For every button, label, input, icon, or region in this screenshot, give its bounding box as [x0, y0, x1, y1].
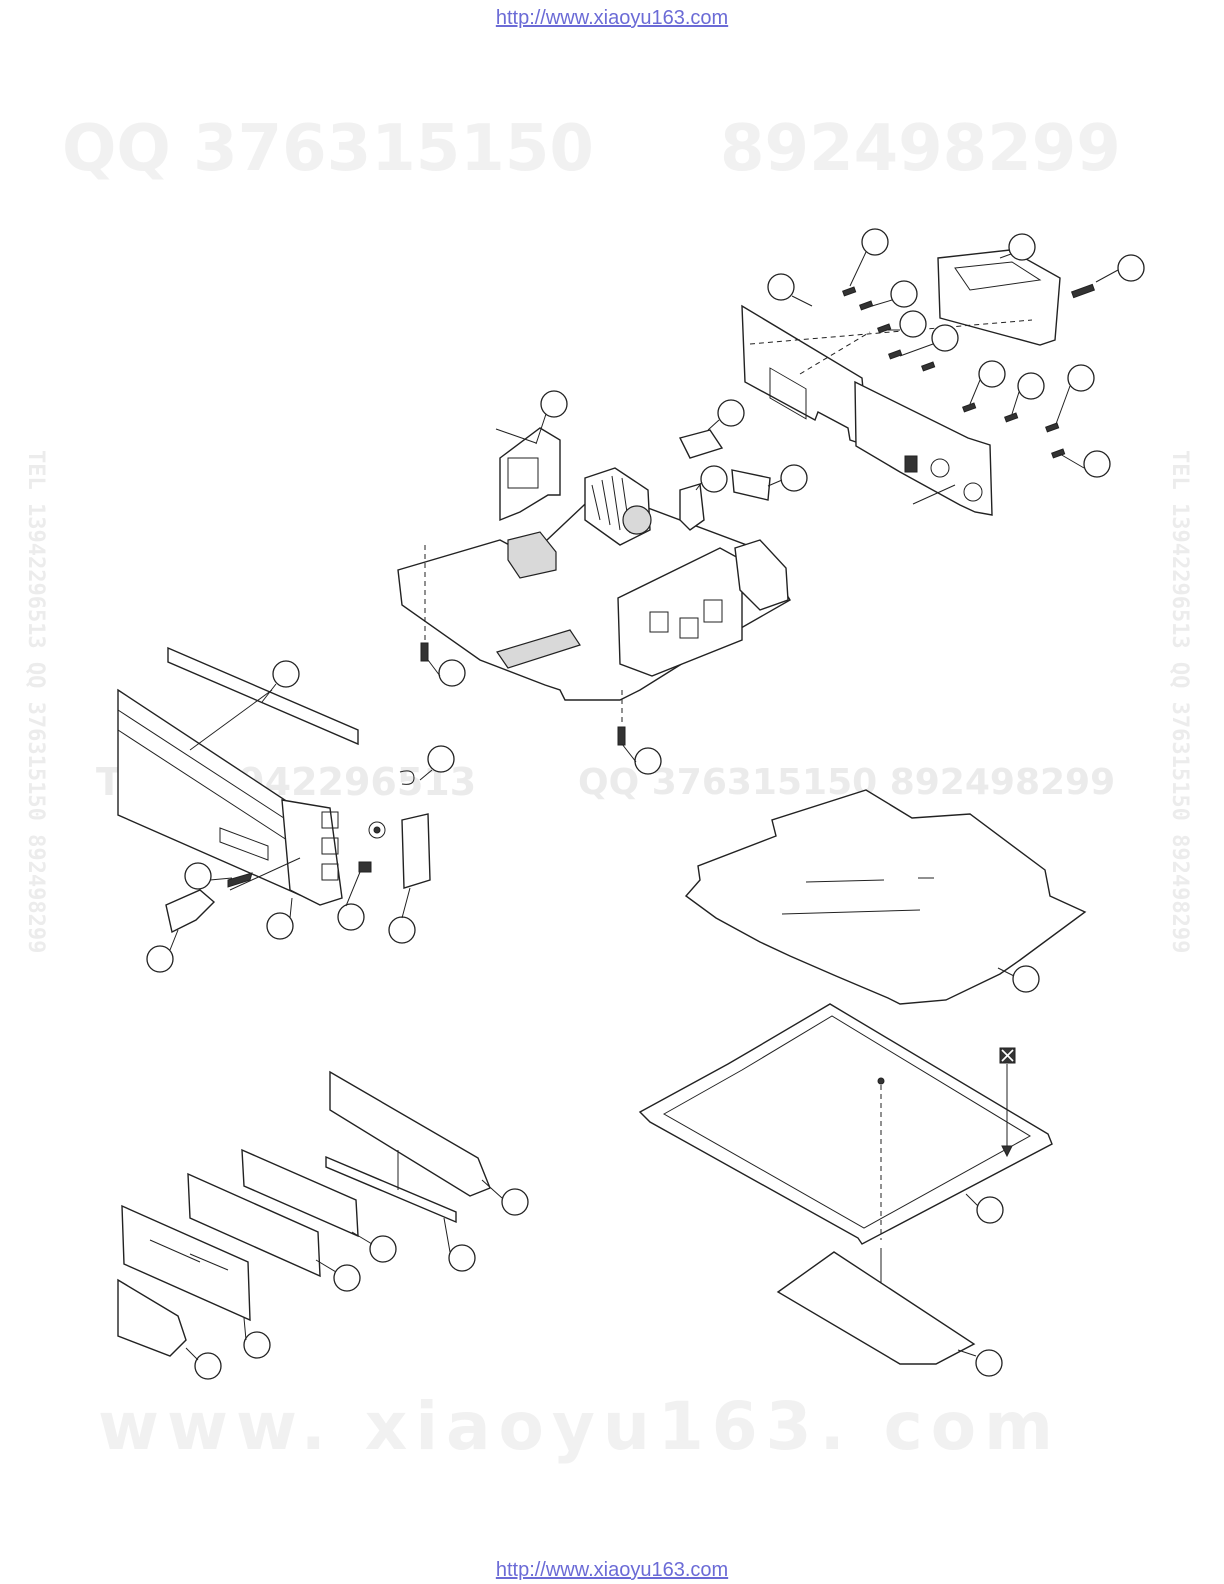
display-window-parts	[118, 1072, 490, 1356]
footer-url[interactable]: http://www.xiaoyu163.com	[0, 1559, 1224, 1582]
front-panel-assembly	[118, 648, 430, 932]
bottom-sheet	[778, 1252, 974, 1364]
main-pcb-assembly	[398, 428, 790, 745]
